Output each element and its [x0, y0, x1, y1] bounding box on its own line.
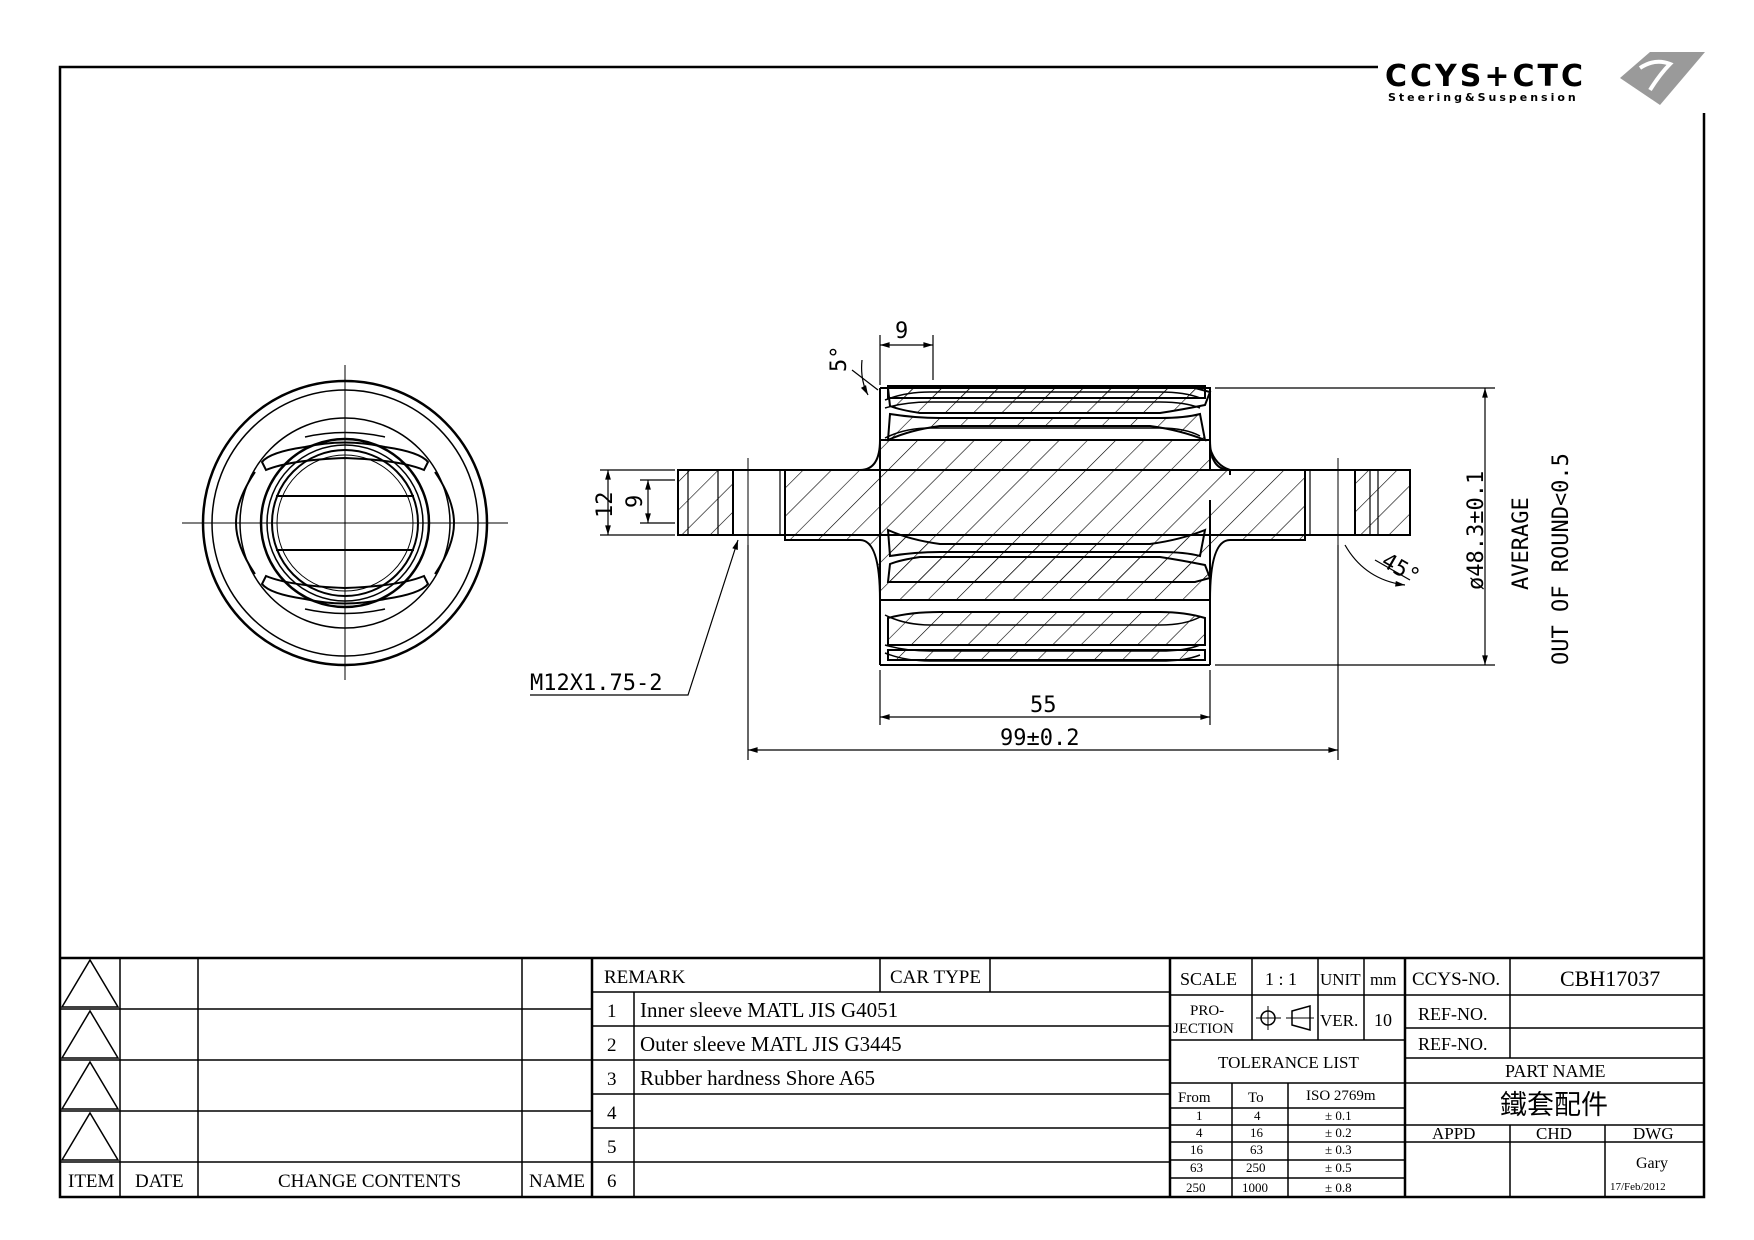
dim-thread-outer: 12: [593, 492, 618, 519]
tol-value: ± 0.1: [1325, 1108, 1352, 1123]
dim-chamfer-width: 9: [895, 319, 908, 344]
tol-to: 1000: [1242, 1180, 1268, 1195]
note-out-of-round: OUT OF ROUND<0.5: [1549, 453, 1574, 665]
title-block-text: ITEM DATE CHANGE CONTENTS NAME REMARK CA…: [68, 966, 1674, 1195]
dim-diameter: ø48.3±0.1: [1464, 471, 1489, 590]
scale-label: SCALE: [1180, 969, 1237, 989]
dim-thread-inner: 9: [623, 495, 648, 508]
rev-header-name: NAME: [529, 1171, 585, 1192]
remark-no: 3: [607, 1069, 617, 1090]
remark-text: Outer sleeve MATL JIS G3445: [640, 1032, 902, 1056]
tol-from: 63: [1190, 1160, 1203, 1175]
part-name-value: 鐵套配件: [1500, 1090, 1608, 1120]
projection-label: PRO-: [1190, 1003, 1224, 1019]
remark-no: 4: [607, 1103, 617, 1124]
projection-label: JECTION: [1173, 1021, 1234, 1037]
tol-value: ± 0.2: [1325, 1125, 1352, 1140]
tol-header-from: From: [1178, 1090, 1211, 1106]
dim-outer-length: 55: [1030, 693, 1057, 718]
ccys-no-value: CBH17037: [1560, 966, 1660, 991]
part-name-label: PART NAME: [1505, 1061, 1605, 1081]
remark-header: REMARK: [604, 967, 686, 988]
tol-value: ± 0.3: [1325, 1142, 1352, 1157]
third-angle-projection-icon: [1256, 1005, 1314, 1031]
drawing-date: 17/Feb/2012: [1610, 1181, 1666, 1193]
tol-from: 16: [1190, 1142, 1204, 1157]
remark-no: 6: [607, 1171, 617, 1192]
tol-header-to: To: [1248, 1090, 1264, 1106]
tol-value: ± 0.8: [1325, 1180, 1352, 1195]
tol-from: 250: [1186, 1180, 1206, 1195]
car-type-label: CAR TYPE: [890, 967, 981, 988]
rev-header-date: DATE: [135, 1171, 184, 1192]
ccys-no-label: CCYS-NO.: [1412, 969, 1500, 990]
dim-chamfer-angle: 5°: [827, 346, 852, 373]
dimensions: [530, 335, 1495, 760]
ver-label: VER.: [1320, 1011, 1358, 1030]
dimension-labels: 9 5° 12 9 45° ø48.3±0.1 AVERAGE OUT OF R…: [530, 319, 1574, 751]
thread-callout: M12X1.75-2: [530, 671, 662, 696]
rev-header-item: ITEM: [68, 1171, 115, 1192]
remark-table: [592, 958, 1172, 1197]
section-view: [677, 385, 1411, 666]
drawer-name: Gary: [1636, 1155, 1668, 1172]
appd-label: APPD: [1432, 1124, 1475, 1143]
tol-from: 4: [1196, 1125, 1203, 1140]
rev-header-change: CHANGE CONTENTS: [278, 1171, 461, 1192]
scale-value: 1 : 1: [1265, 969, 1297, 989]
tol-to: 250: [1246, 1160, 1266, 1175]
dim-total-length: 99±0.2: [1000, 726, 1079, 751]
revision-table: [60, 958, 594, 1197]
tol-to: 63: [1250, 1142, 1263, 1157]
unit-label: UNIT: [1320, 970, 1361, 989]
unit-value: mm: [1370, 970, 1396, 989]
end-view: [182, 365, 508, 680]
ver-value: 10: [1374, 1010, 1392, 1030]
ref-no-label: REF-NO.: [1418, 1004, 1488, 1024]
tol-to: 16: [1250, 1125, 1264, 1140]
remark-no: 5: [607, 1137, 617, 1158]
sheet-border: [58, 65, 1706, 1199]
remark-no: 1: [607, 1001, 617, 1022]
title-block: [60, 956, 1704, 1197]
remark-text: Inner sleeve MATL JIS G4051: [640, 998, 898, 1022]
logo-brand: CCYS+CTC: [1385, 59, 1586, 94]
tol-value: ± 0.5: [1325, 1160, 1352, 1175]
tol-from: 1: [1196, 1108, 1203, 1123]
scale-tolerance-table: [1170, 958, 1407, 1197]
tol-header-iso: ISO 2769m: [1306, 1088, 1376, 1104]
tol-to: 4: [1254, 1108, 1261, 1123]
dwg-label: DWG: [1633, 1124, 1674, 1143]
logo-tagline: Steering&Suspension: [1388, 91, 1579, 104]
note-average: AVERAGE: [1509, 497, 1534, 590]
company-logo: CCYS+CTC Steering&Suspension: [1378, 52, 1708, 113]
part-info-table: [1405, 958, 1704, 1197]
tolerance-title: TOLERANCE LIST: [1218, 1053, 1359, 1072]
remark-no: 2: [607, 1035, 617, 1056]
remark-text: Rubber hardness Shore A65: [640, 1066, 875, 1090]
ref-no-label: REF-NO.: [1418, 1034, 1488, 1054]
chd-label: CHD: [1536, 1124, 1572, 1143]
